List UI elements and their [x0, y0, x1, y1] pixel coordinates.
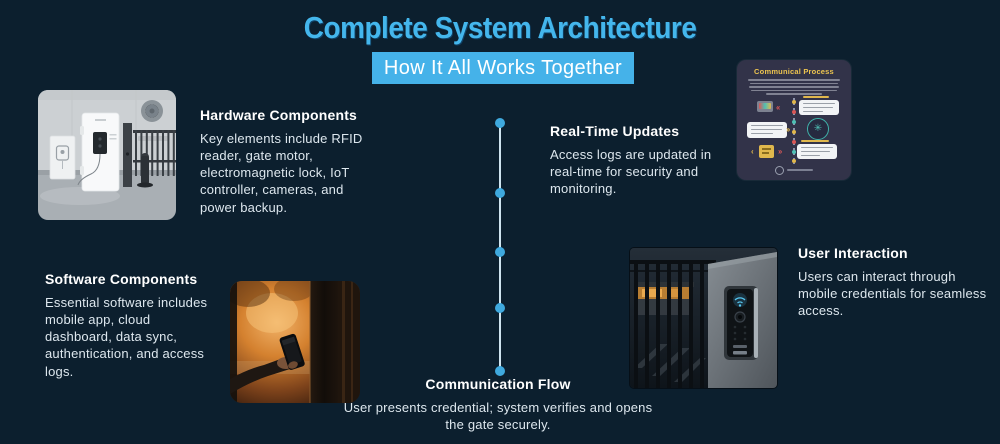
- inset-flow-dot: [792, 159, 796, 163]
- section-communication-heading: Communication Flow: [425, 376, 571, 392]
- section-hardware: Hardware Components Key elements include…: [200, 107, 372, 216]
- section-realtime-body: Access logs are updated in real-time for…: [550, 147, 712, 197]
- keypad-dots: [733, 325, 747, 341]
- section-realtime-heading: Real-Time Updates: [550, 123, 680, 139]
- timeline-dot: [495, 366, 505, 376]
- inset-flow-dot: [792, 140, 796, 144]
- chevron-right-icon: ››: [778, 147, 782, 156]
- inset-logo-icon: [775, 166, 784, 175]
- inset-flow-dot: [792, 100, 796, 104]
- camera-lens-icon: [734, 311, 746, 323]
- timeline-dot: [495, 118, 505, 128]
- inset-flow-dot: [792, 120, 796, 124]
- inset-step-label: [801, 140, 829, 142]
- gate-pillar: [309, 281, 360, 403]
- user-photo: [630, 248, 777, 388]
- inset-flow-dot: [792, 110, 796, 114]
- inset-speech-bubble: [799, 100, 839, 115]
- wall-disc-icon: [141, 100, 163, 122]
- section-user-heading: User Interaction: [798, 245, 908, 261]
- timeline-dot: [495, 303, 505, 313]
- chevron-left-icon: ‹: [751, 147, 754, 156]
- inset-flow-dot: [792, 150, 796, 154]
- dark-pillar: [123, 123, 132, 187]
- inset-paragraph-line: [750, 82, 838, 84]
- access-panel: [77, 112, 120, 192]
- house-glow: [636, 282, 694, 315]
- inset-speech-bubble: [797, 144, 837, 159]
- inset-speech-bubble: [747, 122, 787, 138]
- side-kiosk: [49, 135, 76, 180]
- inset-paragraph-line: [748, 79, 840, 81]
- hardware-photo-illustration: [38, 90, 176, 220]
- gear-icon: ✳: [807, 118, 829, 140]
- section-user-body: Users can interact through mobile creden…: [798, 269, 987, 319]
- section-realtime: Real-Time Updates Access logs are update…: [550, 123, 722, 197]
- inset-paragraph-line: [766, 93, 822, 95]
- inset-paragraph-line: [749, 86, 839, 88]
- software-photo: [230, 281, 360, 403]
- hardware-photo: [38, 90, 176, 220]
- section-software: Software Components Essential software i…: [45, 271, 211, 380]
- gate-bars: [630, 260, 716, 388]
- process-inset-title: Communical Process: [754, 67, 834, 76]
- timeline-dot: [495, 247, 505, 257]
- timeline-dot: [495, 188, 505, 198]
- page-subtitle: How It All Works Together: [372, 52, 634, 84]
- section-hardware-body: Key elements include RFID reader, gate m…: [200, 131, 363, 215]
- hand-with-phone: [230, 333, 305, 394]
- inset-step-label: [803, 96, 829, 98]
- process-inset-image: Communical Process ‹‹ ›› ✳ ‹ ››: [737, 60, 851, 180]
- inset-logo-text: [787, 169, 813, 171]
- smart-lock: [724, 286, 758, 360]
- chevron-left-icon: ‹‹: [776, 103, 780, 112]
- lock-photo-illustration: [630, 248, 777, 388]
- section-user: User Interaction Users can interact thro…: [798, 245, 990, 319]
- wifi-icon: [733, 293, 747, 307]
- inset-paragraph-line: [751, 89, 837, 91]
- chevron-right-icon: ››: [786, 125, 790, 134]
- section-hardware-heading: Hardware Components: [200, 107, 358, 123]
- document-icon: [759, 145, 774, 158]
- section-communication: Communication Flow User presents credent…: [337, 376, 659, 433]
- fence-bars: [133, 130, 176, 176]
- section-software-body: Essential software includes mobile app, …: [45, 295, 208, 379]
- section-communication-body: User presents credential; system verifie…: [343, 400, 653, 433]
- section-software-heading: Software Components: [45, 271, 198, 287]
- page-title: Complete System Architecture: [303, 10, 697, 45]
- phone-photo-illustration: [230, 281, 360, 403]
- inset-flow-dot: [792, 130, 796, 134]
- bollard: [137, 153, 153, 188]
- laptop-icon: [757, 101, 773, 112]
